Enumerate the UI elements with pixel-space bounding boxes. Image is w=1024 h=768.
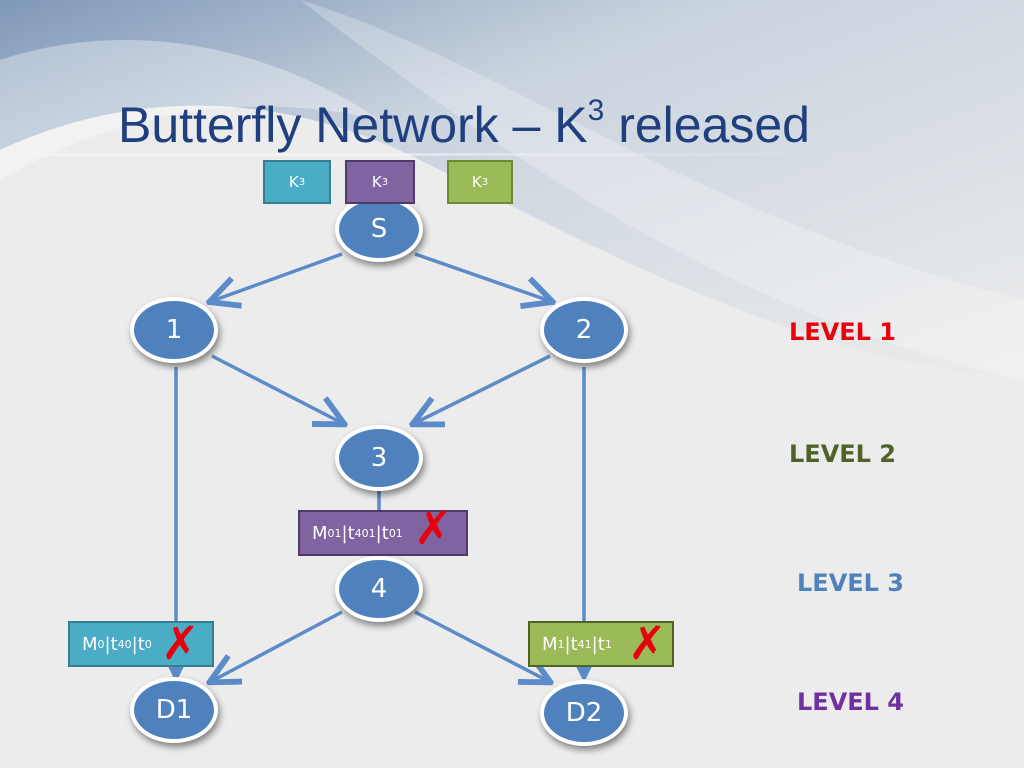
node-3-label: 3 (370, 443, 388, 473)
level-1-label: LEVEL 1 (789, 318, 897, 346)
node-d2-label: D2 (565, 698, 603, 728)
cross-icon-m1: ✗ (628, 616, 667, 670)
node-3: 3 (335, 425, 423, 491)
node-4: 4 (335, 556, 423, 622)
level-3-label: LEVEL 3 (797, 569, 905, 597)
node-d1: D1 (130, 677, 218, 743)
level-2-label: LEVEL 2 (789, 440, 897, 468)
edge-s-2 (414, 252, 550, 301)
node-4-label: 4 (370, 574, 388, 604)
cross-icon-m01: ✗ (414, 501, 453, 555)
slide-title: Butterfly Network – K3 released (118, 94, 810, 153)
node-1: 1 (130, 297, 218, 363)
node-1-label: 1 (165, 315, 183, 345)
node-2: 2 (540, 297, 628, 363)
node-s-label: S (370, 214, 388, 244)
level-4-label: LEVEL 4 (797, 688, 905, 716)
node-2-label: 2 (575, 315, 593, 345)
edge-1-3 (211, 354, 342, 423)
node-d1-label: D1 (155, 695, 193, 725)
node-s: S (335, 196, 423, 262)
node-d2: D2 (540, 680, 628, 746)
edge-2-3 (415, 354, 551, 423)
edge-4-d2 (414, 610, 548, 681)
cross-icon-m0: ✗ (161, 616, 200, 670)
edge-4-d1 (212, 610, 343, 681)
edge-s-1 (212, 252, 343, 301)
